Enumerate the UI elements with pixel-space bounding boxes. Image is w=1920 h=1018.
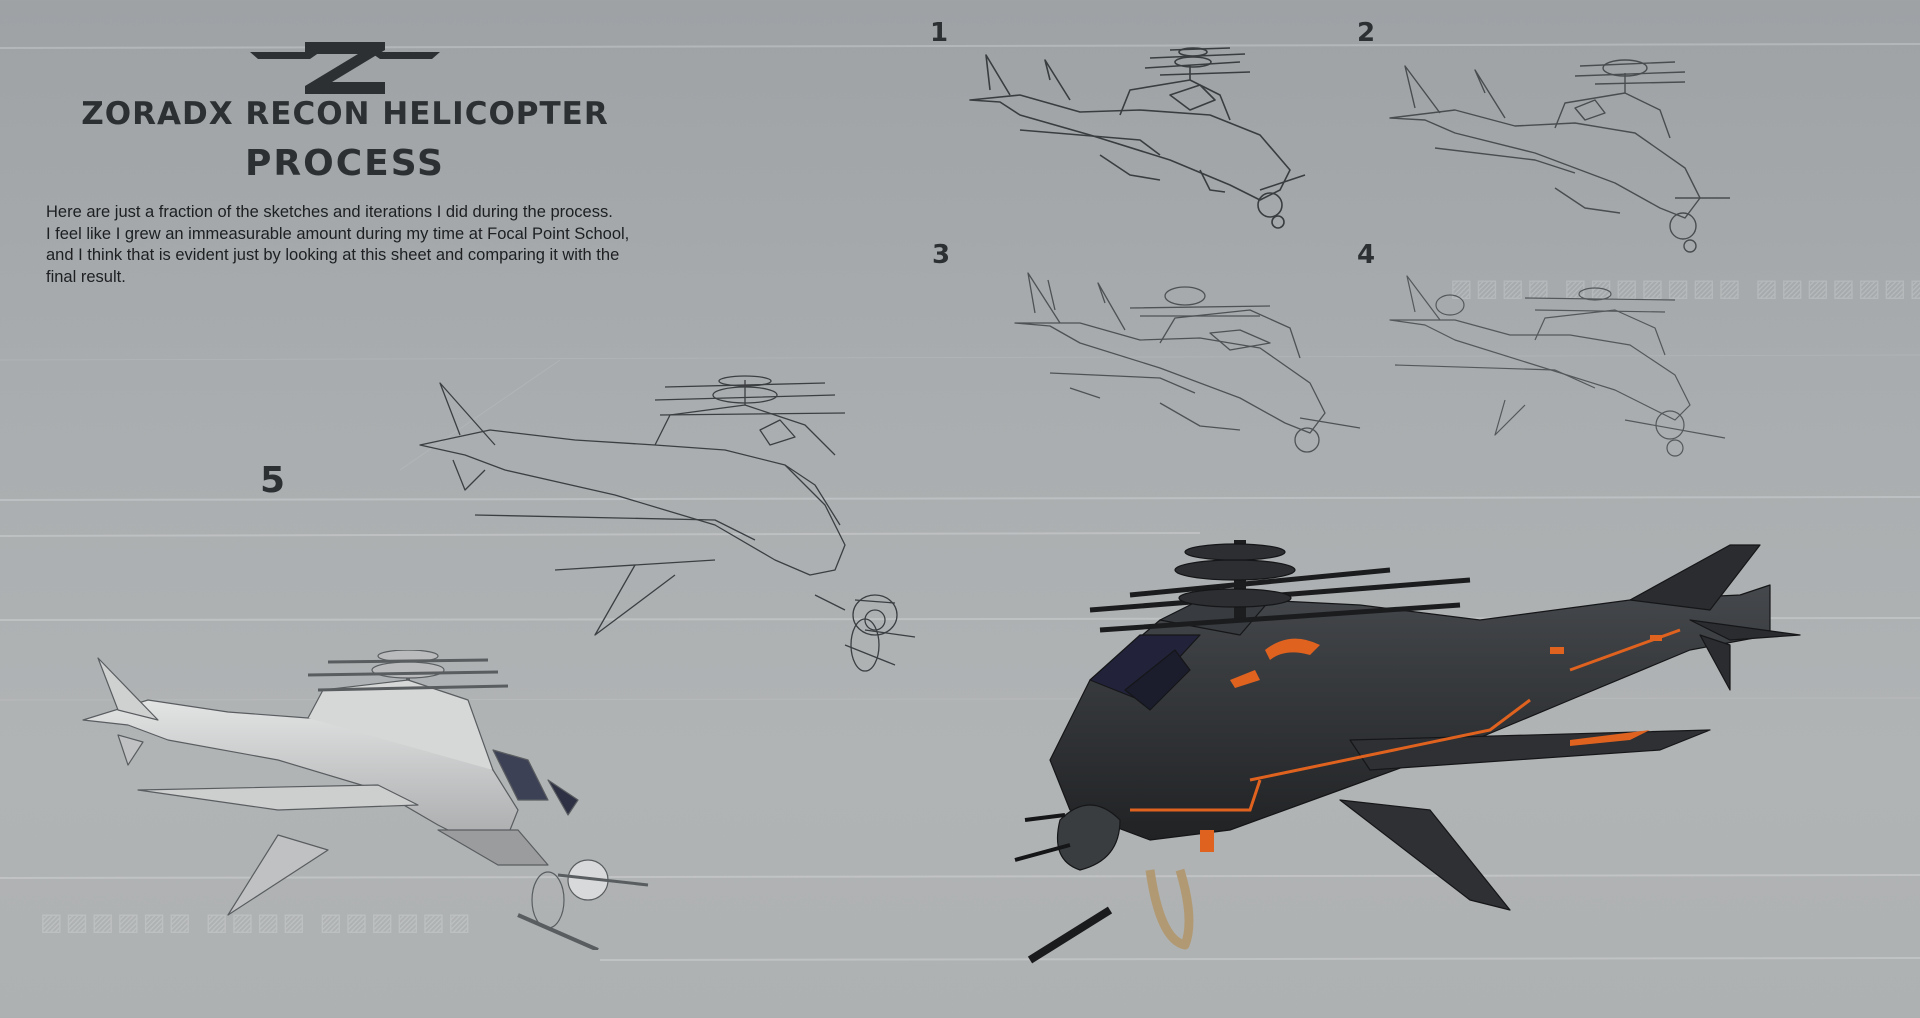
page-title: ZORADX RECON HELICOPTER	[81, 96, 609, 132]
page-subtitle: PROCESS	[245, 143, 445, 184]
helicopter-render-grey	[82, 650, 649, 950]
helicopter-sketch-2	[1389, 59, 1730, 253]
step-label-1: 1	[930, 18, 949, 48]
zoradx-logo-icon	[250, 42, 440, 94]
step-label-3: 3	[932, 240, 951, 270]
description-text: Here are just a fraction of the sketches…	[46, 202, 696, 288]
helicopter-sketch-5-lines	[419, 375, 916, 672]
description-line: Here are just a fraction of the sketches…	[46, 203, 613, 221]
helicopter-render-final	[1014, 540, 1801, 964]
step-label-4: 4	[1357, 240, 1376, 270]
description-line: and I think that is evident just by look…	[46, 246, 620, 264]
description-line: final result.	[46, 267, 126, 286]
description-line: I feel like I grew an immeasurable amoun…	[46, 224, 630, 243]
helicopter-sketch-3	[1014, 272, 1361, 453]
helicopter-sketch-1	[969, 47, 1306, 229]
helicopter-sketch-4	[1389, 275, 1726, 457]
watermark-graphic: ▨▨▨▨ ▨▨▨▨▨▨▨ ▨▨▨▨▨▨▨	[1450, 274, 1920, 302]
step-label-2: 2	[1357, 18, 1376, 48]
watermark-graphic: ▨▨▨▨▨▨ ▨▨▨▨ ▨▨▨▨▨▨	[40, 908, 474, 936]
step-label-5: 5	[260, 460, 286, 501]
